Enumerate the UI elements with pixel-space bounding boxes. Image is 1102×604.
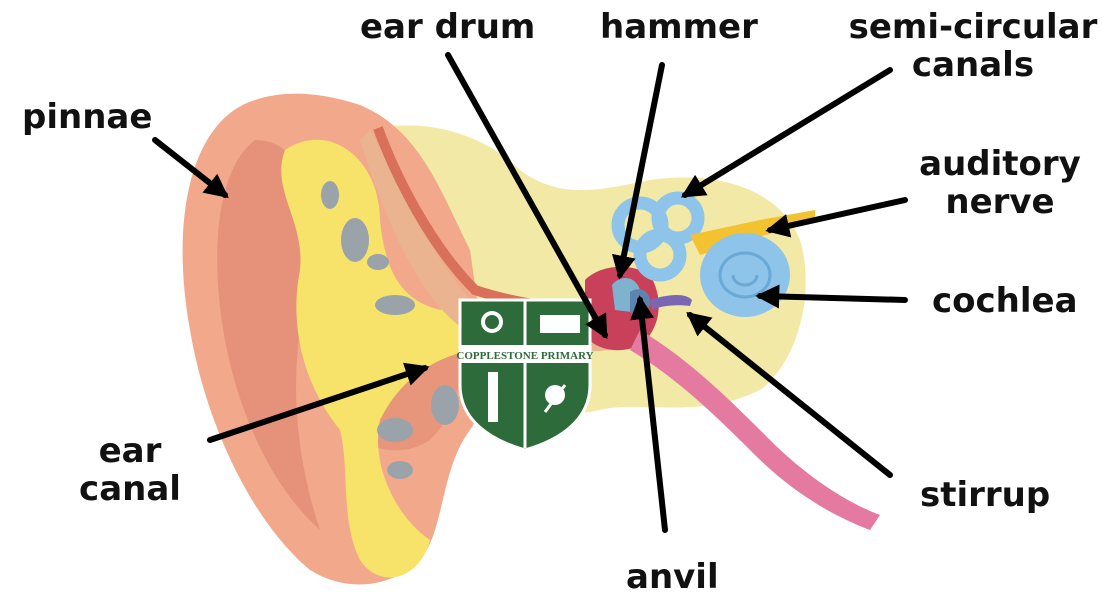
label-stirrup: stirrup <box>920 476 1050 514</box>
school-logo: COPPLESTONE PRIMARY <box>456 300 593 450</box>
label-semi-circular: semi-circular canals <box>848 8 1098 84</box>
label-hammer: hammer <box>600 8 758 46</box>
arrow-semicircular <box>685 70 890 195</box>
lump <box>321 181 339 209</box>
label-semi-circular-line1: semi-circular <box>848 8 1098 46</box>
label-auditory-nerve: auditory nerve <box>915 145 1085 221</box>
label-ear-canal-line2: canal <box>70 470 190 508</box>
lump <box>387 461 413 479</box>
label-anvil: anvil <box>626 558 719 596</box>
label-cochlea: cochlea <box>932 282 1078 320</box>
lump <box>341 218 369 262</box>
label-auditory-line1: auditory <box>915 145 1085 183</box>
label-semi-circular-line2: canals <box>848 46 1098 84</box>
lump <box>377 418 413 442</box>
logo-school-name: COPPLESTONE PRIMARY <box>456 350 593 362</box>
lump <box>375 295 415 315</box>
label-ear-drum: ear drum <box>360 8 535 46</box>
label-pinnae: pinnae <box>22 98 152 136</box>
lump <box>367 254 389 270</box>
label-ear-canal: ear canal <box>70 432 190 508</box>
arrow-cochlea <box>760 296 905 300</box>
cochlea-shape <box>700 233 790 317</box>
lump <box>431 385 459 425</box>
label-auditory-line2: nerve <box>915 183 1085 221</box>
label-ear-canal-line1: ear <box>70 432 190 470</box>
